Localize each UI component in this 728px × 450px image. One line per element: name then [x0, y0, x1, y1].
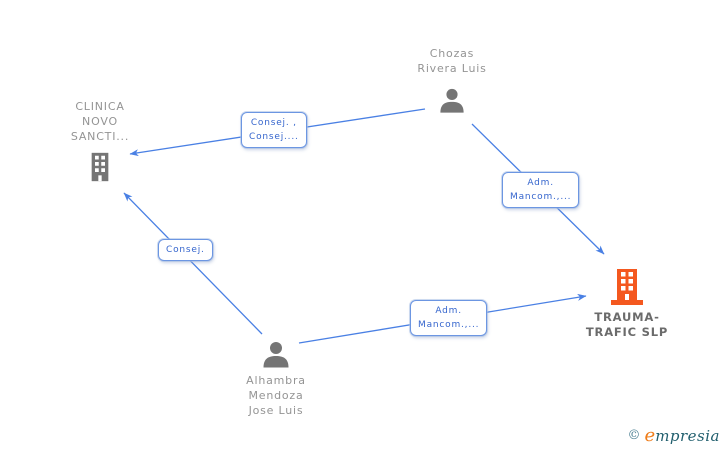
node-label: TRAUMA- TRAFIC SLP [585, 310, 669, 339]
person-icon [440, 88, 464, 113]
edge-label-chozas-clinica[interactable]: Consej. , Consej.... [241, 112, 307, 148]
edge-alhambra-clinica [123, 192, 263, 335]
company-building-icon-highlighted [611, 269, 643, 305]
node-label: CLINICA NOVO SANCTI... [70, 100, 130, 143]
brand-initial: e [644, 425, 656, 446]
node-label: Chozas Rivera Luis [417, 47, 487, 75]
copyright-icon: © [627, 428, 641, 443]
edge-label-alhambra-clinica[interactable]: Consej. [158, 239, 213, 261]
node-trauma-trafic-slp[interactable]: TRAUMA- TRAFIC SLP [567, 269, 687, 340]
node-chozas-rivera-luis[interactable]: Chozas Rivera Luis [387, 46, 517, 113]
edge-label-alhambra-trauma[interactable]: Adm. Mancom.,... [410, 300, 488, 336]
brand-name: mpresia [655, 427, 720, 445]
empresia-watermark: ©empresia [628, 425, 720, 446]
edge-label-chozas-trauma[interactable]: Adm. Mancom.,... [502, 172, 580, 208]
node-alhambra-mendoza-jose-luis[interactable]: Alhambra Mendoza Jose Luis [216, 341, 336, 418]
person-icon [263, 342, 289, 368]
company-building-icon [91, 152, 109, 182]
node-label: Alhambra Mendoza Jose Luis [246, 374, 306, 417]
node-clinica-novo-sancti[interactable]: CLINICA NOVO SANCTI... [40, 99, 160, 184]
